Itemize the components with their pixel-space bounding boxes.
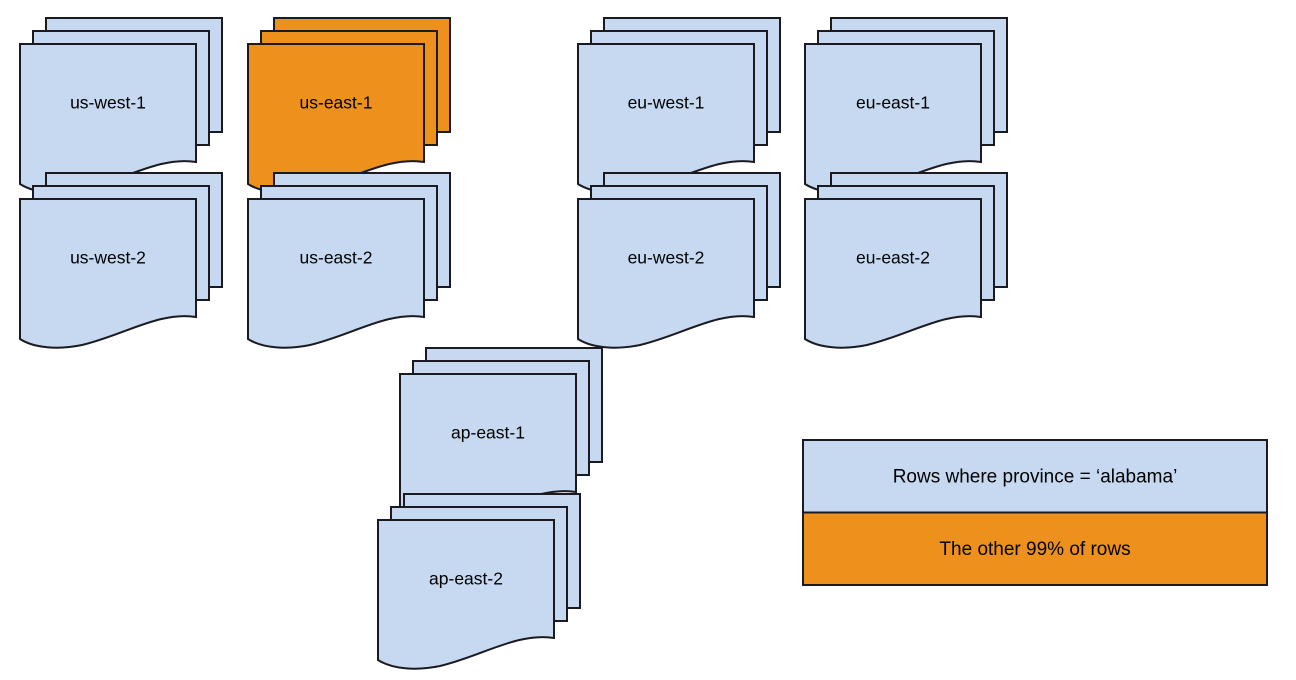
stack-front-sheet — [577, 198, 755, 349]
legend-label: The other 99% of rows — [939, 539, 1130, 560]
stack-label: us-east-1 — [300, 93, 373, 113]
stack-label: us-west-2 — [70, 248, 146, 268]
stack-front-sheet — [247, 198, 425, 349]
document-stack-eu-east-2[interactable]: eu-east-2 — [804, 172, 1008, 349]
stack-front-sheet — [19, 43, 197, 194]
legend-label: Rows where province = ‘alabama’ — [893, 466, 1178, 487]
stack-front-sheet — [19, 198, 197, 349]
stack-label: eu-east-1 — [856, 93, 930, 113]
document-stack-us-east-2[interactable]: us-east-2 — [247, 172, 451, 349]
stack-label: eu-west-2 — [628, 248, 705, 268]
document-stack-us-west-1[interactable]: us-west-1 — [19, 17, 223, 194]
stack-front-sheet — [247, 43, 425, 194]
stack-label: ap-east-2 — [429, 569, 503, 589]
stack-front-sheet — [804, 43, 982, 194]
document-stack-ap-east-1[interactable]: ap-east-1 — [399, 347, 603, 524]
legend-swatch-blue — [802, 439, 1268, 514]
stack-label: eu-west-1 — [628, 93, 705, 113]
stack-label: eu-east-2 — [856, 248, 930, 268]
document-stack-us-west-2[interactable]: us-west-2 — [19, 172, 223, 349]
stack-layer: us-west-1 us-east-1 eu-west-1 eu-east-1 us-w… — [19, 17, 1008, 670]
document-stack-us-east-1[interactable]: us-east-1 — [247, 17, 451, 194]
stack-label: ap-east-1 — [451, 423, 525, 443]
stack-front-sheet — [804, 198, 982, 349]
document-stack-ap-east-2[interactable]: ap-east-2 — [377, 493, 581, 670]
stack-front-sheet — [377, 519, 555, 670]
legend: Rows where province = ‘alabama’ The other… — [802, 439, 1268, 586]
legend-swatch-orange — [802, 511, 1268, 586]
document-stack-eu-west-1[interactable]: eu-west-1 — [577, 17, 781, 194]
legend-row-1[interactable]: Rows where province = ‘alabama’ — [802, 439, 1268, 514]
document-stack-eu-west-2[interactable]: eu-west-2 — [577, 172, 781, 349]
document-stack-eu-east-1[interactable]: eu-east-1 — [804, 17, 1008, 194]
stack-front-sheet — [577, 43, 755, 194]
legend-row-2[interactable]: The other 99% of rows — [802, 511, 1268, 586]
stack-label: us-east-2 — [300, 248, 373, 268]
stack-label: us-west-1 — [70, 93, 146, 113]
